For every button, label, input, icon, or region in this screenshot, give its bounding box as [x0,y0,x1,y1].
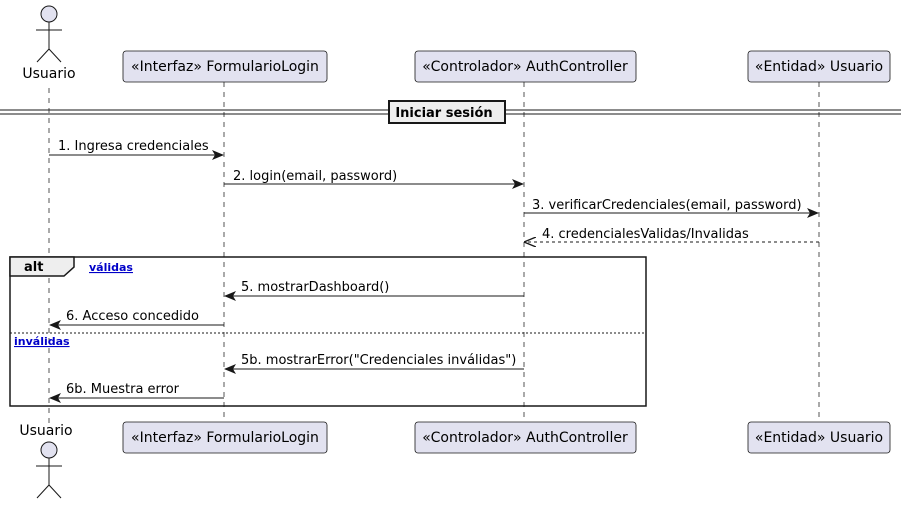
actor-usuario-top [36,5,62,63]
message-label-2: 2. login(email, password) [233,169,397,184]
participant-label-usuario-bottom: Usuario [19,423,72,439]
svg-text:«Controlador» AuthController: «Controlador» AuthController [422,59,628,75]
message-label-3: 3. verificarCredenciales(email, password… [532,198,802,213]
participant-controller-bottom: «Controlador» AuthController [414,421,637,454]
participant-controller-top: «Controlador» AuthController [414,50,637,83]
section-divider: Iniciar sesión [0,100,901,124]
message-label-4: 4. credencialesValidas/Invalidas [542,227,749,242]
alt-keyword: alt [24,260,43,275]
message-label-5b: 5b. mostrarError("Credenciales inválidas… [241,353,516,368]
participant-formulario-bottom: «Interfaz» FormularioLogin [122,421,328,454]
svg-text:«Interfaz» FormularioLogin: «Interfaz» FormularioLogin [131,59,319,75]
svg-text:«Entidad» Usuario: «Entidad» Usuario [755,430,883,446]
participant-entidad-top: «Entidad» Usuario [747,50,891,83]
actor-usuario-bottom [36,441,62,499]
guard-valid: válidas [89,261,133,274]
message-label-1: 1. Ingresa credenciales [58,139,209,154]
message-label-6b: 6b. Muestra error [66,382,180,397]
svg-text:«Controlador» AuthController: «Controlador» AuthController [422,430,628,446]
message-label-5: 5. mostrarDashboard() [241,280,389,295]
svg-text:«Entidad» Usuario: «Entidad» Usuario [755,59,883,75]
svg-text:«Interfaz» FormularioLogin: «Interfaz» FormularioLogin [131,430,319,446]
guard-invalid: inválidas [14,335,70,348]
participant-label-usuario-top: Usuario [22,66,75,82]
participant-formulario-top: «Interfaz» FormularioLogin [122,50,328,83]
message-label-6: 6. Acceso concedido [66,309,199,324]
participant-entidad-bottom: «Entidad» Usuario [747,421,891,454]
section-title: Iniciar sesión [395,106,492,121]
alt-fragment [9,256,647,407]
